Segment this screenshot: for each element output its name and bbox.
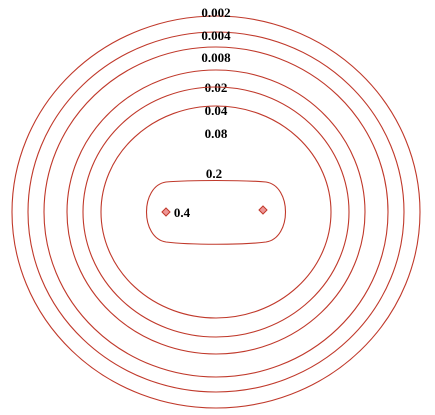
contour-label-0.008: 0.008 [201, 50, 231, 65]
contour-line-0.008 [43, 46, 389, 378]
contour-peak-0.4-1 [161, 207, 171, 217]
contour-line-0.02 [66, 69, 366, 355]
contour-line-0.2 [146, 179, 286, 245]
contour-line-0.04 [82, 86, 350, 338]
contour-label-0.4: 0.4 [174, 205, 191, 220]
contour-line-0.002 [11, 15, 421, 409]
contour-line-0.004 [27, 31, 405, 393]
contour-label-0.004: 0.004 [201, 28, 231, 43]
contour-label-0.08: 0.08 [205, 126, 228, 141]
contour-label-0.002: 0.002 [201, 5, 230, 20]
contour-label-0.04: 0.04 [205, 103, 228, 118]
contour-peak-0.4-2 [258, 205, 268, 215]
contour-line-0.08 [100, 105, 332, 319]
contour-label-0.2: 0.2 [206, 166, 222, 181]
